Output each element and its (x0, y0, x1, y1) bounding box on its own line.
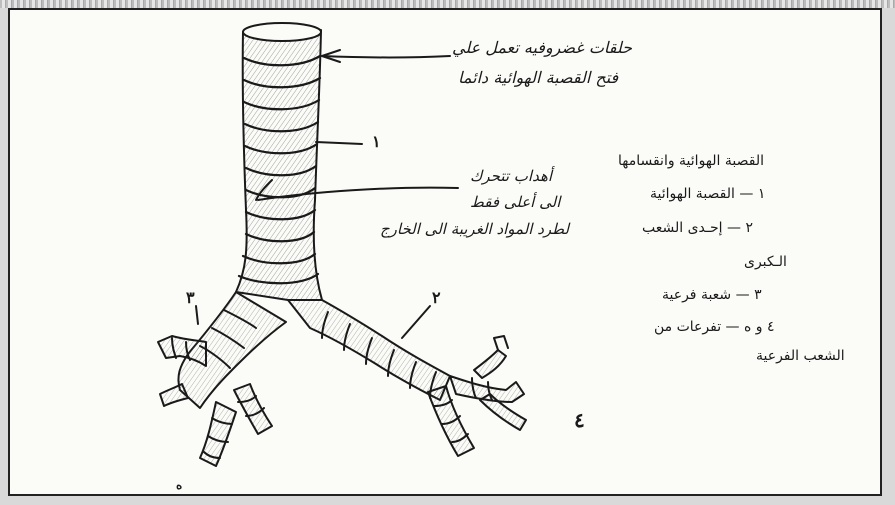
legend-item-4a: ٤ و ه — تفرعات من (654, 319, 775, 335)
leader-1 (316, 142, 362, 144)
annotation-rings-line1: حلقات غضروفيه تعمل علي (452, 38, 632, 57)
legend-item-4b: الشعب الفرعية (756, 348, 845, 364)
number-2: ٢ (432, 288, 441, 307)
legend-item-2b: الـكبرى (744, 254, 787, 270)
legend-title: القصبة الهوائية وانقسامها (618, 153, 764, 169)
arrow-rings (322, 56, 450, 58)
left-lower-branch-1 (200, 402, 236, 466)
left-lower-branch-2 (234, 384, 272, 434)
legend-item-1: ١ — القصبة الهوائية (650, 186, 765, 202)
number-3: ٣ (186, 288, 195, 307)
annotation-rings-line2: فتح القصبة الهوائية دائما (458, 68, 618, 87)
leader-3 (196, 306, 198, 324)
leader-2 (402, 306, 430, 338)
annotation-cilia-line1: أهداب تتحرك (470, 167, 552, 185)
scan-top-strip (0, 0, 895, 8)
trachea-opening (243, 23, 321, 41)
number-4: ٤ (574, 408, 585, 432)
annotation-cilia-line3: لطرد المواد الغريبة الى الخارج (380, 220, 569, 238)
annotation-cilia-line2: الى أعلى فقط (470, 193, 560, 211)
right-upper-twig (474, 350, 506, 378)
legend-item-2a: ٢ — إحـدى الشعب (642, 220, 753, 236)
figure-frame: حلقات غضروفيه تعمل علي فتح القصبة الهوائ… (8, 8, 882, 496)
secondary-bronchus-left (158, 336, 206, 366)
trachea-diagram (10, 10, 880, 494)
legend-item-3: ٣ — شعبة فرعية (662, 287, 762, 303)
number-1: ١ (372, 132, 381, 151)
number-5: ه (176, 478, 182, 492)
